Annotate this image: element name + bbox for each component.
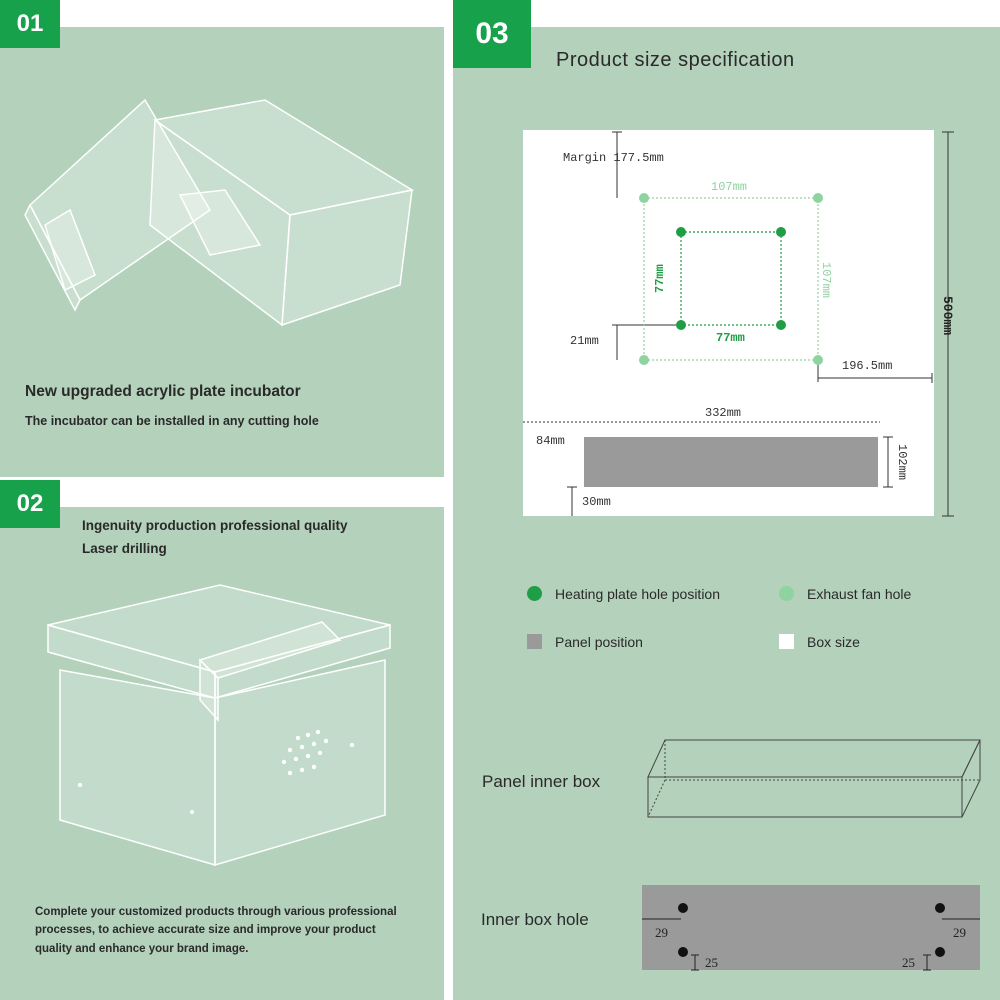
fan-height-label: 107mm (819, 262, 833, 298)
fan-hole-dot (639, 355, 649, 365)
section-01-title: New upgraded acrylic plate incubator (25, 383, 301, 400)
fan-hole-dot (813, 355, 823, 365)
hole-left-x-label: 29 (655, 925, 668, 940)
section-02-line1: Ingenuity production professional qualit… (82, 518, 348, 533)
box-legend-swatch (779, 634, 794, 649)
panel-left-label: 84mm (536, 434, 565, 448)
acrylic-box-closed-illustration (47, 584, 391, 867)
fan-hole-dot (639, 193, 649, 203)
section-02-badge: 02 (0, 480, 60, 528)
panel-height-label: 102mm (895, 444, 909, 480)
heating-hole-dot (676, 227, 686, 237)
section-02-description: Complete your customized products throug… (35, 906, 397, 955)
heating-hole-dot (776, 227, 786, 237)
fan-legend-dot (779, 586, 794, 601)
panel-width-label: 332mm (705, 406, 742, 420)
section-03-badge: 03 (453, 0, 531, 68)
acrylic-box-open-illustration (24, 98, 415, 327)
inner-box-hole-label: Inner box hole (481, 910, 589, 929)
heating-hole-dot (776, 320, 786, 330)
panel-legend-swatch (527, 634, 542, 649)
panel-inner-box-illustration (647, 739, 981, 818)
hole-dot (935, 947, 945, 957)
heat-width-label: 77mm (716, 331, 745, 345)
offset-21-label: 21mm (570, 334, 599, 348)
hole-dot (678, 903, 688, 913)
heating-legend-label: Heating plate hole position (555, 586, 721, 602)
heating-legend-dot (527, 586, 542, 601)
panel-legend-label: Panel position (555, 634, 643, 650)
box-legend-label: Box size (807, 634, 860, 650)
panel-bottom-label: 30mm (582, 495, 611, 509)
heating-hole-dot (676, 320, 686, 330)
hole-dot (935, 903, 945, 913)
panel-position-rect (584, 437, 878, 487)
section-01-badge: 01 (0, 0, 60, 48)
margin-label: Margin 177.5mm (563, 151, 664, 165)
section-01-subtitle: The incubator can be installed in any cu… (25, 414, 319, 428)
fan-hole-dot (813, 193, 823, 203)
box-height-label: 500mm (940, 296, 955, 335)
hole-dot (678, 947, 688, 957)
right-margin-label: 196.5mm (842, 359, 893, 373)
fan-legend-label: Exhaust fan hole (807, 586, 912, 602)
section-02-line2: Laser drilling (82, 541, 167, 556)
hole-right-x-label: 29 (953, 925, 966, 940)
hole-right-y-label: 25 (902, 955, 915, 970)
hole-left-y-label: 25 (705, 955, 718, 970)
section-02-panel (0, 507, 444, 1000)
fan-width-label: 107mm (711, 180, 748, 194)
panel-inner-box-label: Panel inner box (482, 772, 601, 791)
heat-height-label: 77mm (653, 264, 667, 293)
section-03-title: Product size specification (556, 49, 795, 71)
